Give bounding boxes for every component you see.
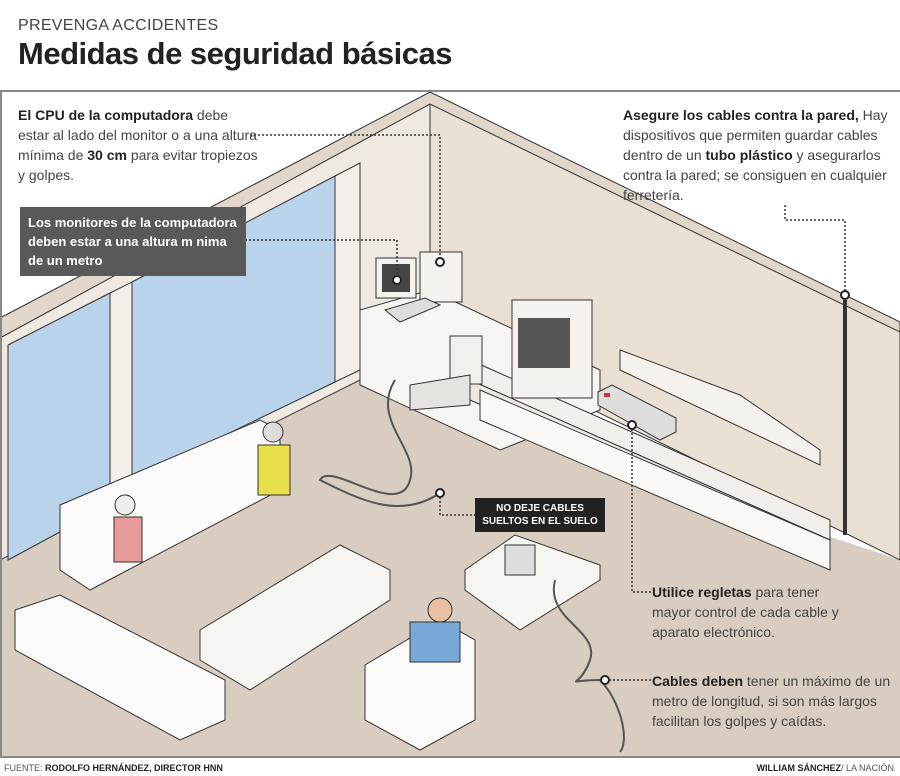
frame-left [0, 92, 2, 756]
pillar [334, 162, 361, 383]
footer-credit: WILLIAM SÁNCHEZ/ LA NACIÓN [756, 763, 894, 773]
note-cpu-text: debe estar al lado del monitor o a una a… [18, 107, 257, 163]
source-label: FUENTE: [4, 763, 46, 773]
note-length-text: tener un máximo de un metro de longitud,… [652, 673, 891, 729]
note-cpu: El CPU de la computadora debe estar al l… [18, 105, 258, 185]
note-strips-bold: Utilice regletas [652, 584, 752, 600]
kicker: PREVENGA ACCIDENTES [18, 17, 219, 34]
phone-cable [552, 579, 625, 753]
outlet-name: / LA NACIÓN [840, 763, 894, 773]
note-cpu-bold2: 30 cm [87, 147, 127, 163]
author-name: WILLIAM SÁNCHEZ [756, 763, 841, 773]
note-wall-text: Hay dispositivos que permiten guardar ca… [623, 107, 888, 163]
note-cpu-bold: El CPU de la computadora [18, 107, 194, 123]
note-cpu-text2: para evitar tropiezos y golpes. [18, 147, 258, 183]
room-illustration [0, 92, 900, 756]
power-strip [597, 384, 677, 441]
person [114, 494, 136, 516]
keyboard [383, 297, 442, 323]
footer-source: FUENTE: RODOLFO HERNÁNDEZ, DIRECTOR HNN [4, 763, 223, 773]
note-wall-bold2: tubo plástico [705, 147, 793, 163]
phone-table [464, 534, 601, 631]
note-length: Cables deben tener un máximo de un metro… [652, 671, 892, 731]
sofa [14, 594, 226, 741]
pillar [109, 281, 133, 507]
coffee-table [199, 544, 391, 691]
callout-lines [245, 134, 846, 681]
phone [504, 544, 536, 576]
note-length-bold: Cables deben [652, 673, 744, 689]
header-divider [0, 90, 900, 92]
page-title: Medidas de seguridad básicas [18, 36, 452, 71]
floor-cable [318, 379, 441, 508]
note-monitors: Los monitores de la computadora deben es… [20, 207, 246, 276]
note-wall-text2: y asegurarlos contra la pared; se consig… [623, 147, 887, 203]
footer-divider [0, 756, 900, 758]
note-wall: Asegure los cables contra la pared, Hay … [623, 105, 893, 205]
note-strips: Utilice regletas para tener mayor contro… [652, 582, 842, 642]
note-wall-bold: Asegure los cables contra la pared, [623, 107, 859, 123]
note-strips-text: para tener mayor control de cada cable y… [652, 584, 839, 640]
person [427, 597, 453, 623]
note-floor: NO DEJE CABLES SUELTOS EN EL SUELO [475, 498, 605, 532]
callout-dots [392, 257, 850, 685]
shelf [619, 349, 821, 466]
source-name: RODOLFO HERNÁNDEZ, DIRECTOR HNN [45, 763, 223, 773]
person [262, 421, 284, 443]
side-board [479, 389, 831, 571]
